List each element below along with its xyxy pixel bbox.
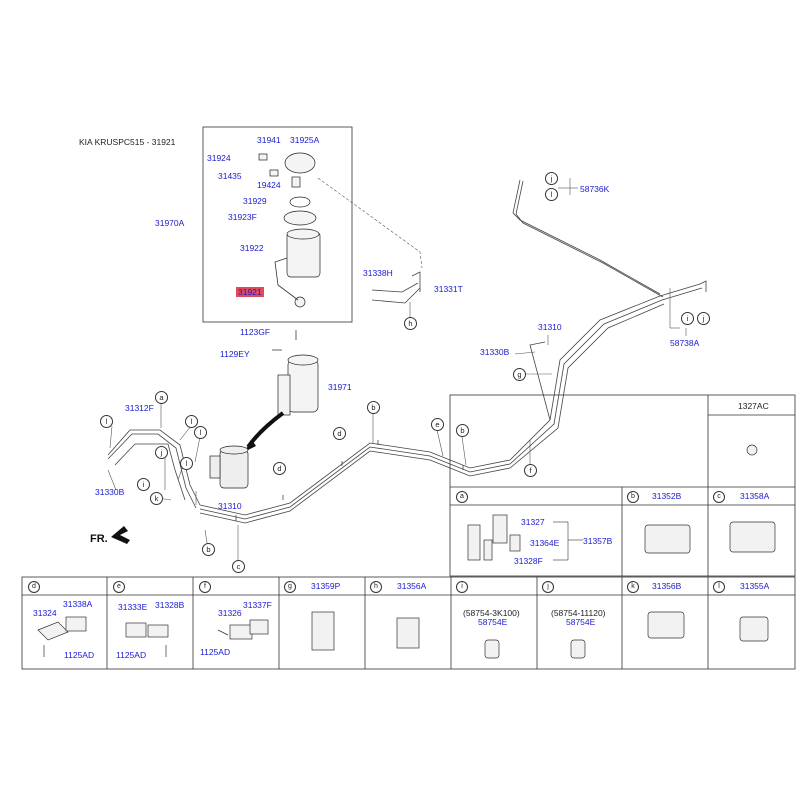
table-top	[449, 394, 796, 577]
cell-i-part-2[interactable]: 58754E	[478, 617, 508, 627]
cell-a-part-1[interactable]: 31327	[521, 517, 545, 527]
cell-k-part-1[interactable]: 31356B	[652, 581, 682, 591]
callout-l-4[interactable]: l	[180, 457, 193, 470]
cell-c-part[interactable]: 31358A	[740, 491, 770, 501]
callout-d-2[interactable]: d	[273, 462, 286, 475]
callout-l-1[interactable]: l	[100, 415, 113, 428]
callout-f[interactable]: f	[524, 464, 537, 477]
callout-l-top[interactable]: l	[545, 188, 558, 201]
cell-f-part-1[interactable]: 31337F	[243, 600, 272, 610]
filter-parts	[258, 152, 321, 308]
cell-a-part-4[interactable]: 31328F	[514, 556, 543, 566]
part-58738A[interactable]: 58738A	[670, 338, 700, 348]
part-58736K[interactable]: 58736K	[580, 184, 610, 194]
cell-letter-h: h	[370, 581, 382, 593]
cell-letter-b: b	[627, 491, 639, 503]
filter-31971	[272, 330, 319, 416]
cell-i-part-1: (58754-3K100)	[463, 608, 520, 618]
cell-d-part-3[interactable]: 1125AD	[64, 650, 95, 660]
cell-e-part-2[interactable]: 31328B	[155, 600, 185, 610]
cell-letter-j: j	[542, 581, 554, 593]
part-31971[interactable]: 31971	[328, 382, 352, 392]
part-1129EY[interactable]: 1129EY	[220, 349, 250, 359]
callout-j-left[interactable]: j	[155, 446, 168, 459]
cell-letter-d: d	[28, 581, 40, 593]
callout-l-2[interactable]: l	[185, 415, 198, 428]
callout-b-2[interactable]: b	[456, 424, 469, 437]
cell-letter-f: f	[199, 581, 211, 593]
callout-a[interactable]: a	[155, 391, 168, 404]
part-19424[interactable]: 19424	[257, 180, 281, 190]
callout-j-right[interactable]: j	[697, 312, 710, 325]
part-31923F[interactable]: 31923F	[228, 212, 257, 222]
cell-letter-k: k	[627, 581, 639, 593]
part-31925A[interactable]: 31925A	[290, 135, 320, 145]
callout-d-1[interactable]: d	[333, 427, 346, 440]
dashed-leader	[317, 177, 423, 269]
callout-i-left[interactable]: i	[137, 478, 150, 491]
part-31338H[interactable]: 31338H	[363, 268, 393, 278]
part-31331T[interactable]: 31331T	[434, 284, 463, 294]
cell-g-part-1[interactable]: 31359P	[311, 581, 341, 591]
cell-e-part-3[interactable]: 1125AD	[116, 650, 147, 660]
cell-l-part-1[interactable]: 31355A	[740, 581, 770, 591]
cell-d-part-2[interactable]: 31324	[33, 608, 57, 618]
cell-h-part-1[interactable]: 31356A	[397, 581, 427, 591]
part-31310-bottom[interactable]: 31310	[218, 501, 242, 511]
callout-h[interactable]: h	[404, 317, 417, 330]
part-31435[interactable]: 31435	[218, 171, 242, 181]
cell-d-part-1[interactable]: 31338A	[63, 599, 93, 609]
callout-g[interactable]: g	[513, 368, 526, 381]
table-bottom	[21, 576, 796, 670]
line-ticks	[235, 440, 464, 521]
cell-e-part-1[interactable]: 31333E	[118, 602, 148, 612]
leader-lines	[107, 178, 687, 565]
cell-j-part-1: (58754-11120)	[551, 608, 606, 618]
part-31312F[interactable]: 31312F	[125, 403, 154, 413]
callout-e[interactable]: e	[431, 418, 444, 431]
cell-letter-e: e	[113, 581, 125, 593]
part-31922[interactable]: 31922	[240, 243, 264, 253]
cell-letter-g: g	[284, 581, 296, 593]
callout-b-1[interactable]: b	[367, 401, 380, 414]
part-1123GF[interactable]: 1123GF	[240, 327, 271, 337]
cell-letter-c: c	[713, 491, 725, 503]
part-31330B-left[interactable]: 31330B	[95, 487, 125, 497]
cell-f-part-3[interactable]: 1125AD	[200, 647, 231, 657]
filter-assembly-frame	[202, 126, 353, 323]
cell-a-part-2[interactable]: 31364E	[530, 538, 560, 548]
cell-letter-l: l	[713, 581, 725, 593]
part-31970A[interactable]: 31970A	[155, 218, 185, 228]
callout-b-3[interactable]: b	[202, 543, 215, 556]
part-31929[interactable]: 31929	[243, 196, 267, 206]
part-31924[interactable]: 31924	[207, 153, 231, 163]
cell-j-part-2[interactable]: 58754E	[566, 617, 596, 627]
cell-letter-a: a	[456, 491, 468, 503]
callout-c[interactable]: c	[232, 560, 245, 573]
part-31310-top[interactable]: 31310	[538, 322, 562, 332]
cell-f-part-2[interactable]: 31326	[218, 608, 242, 618]
part-31941[interactable]: 31941	[257, 135, 281, 145]
front-arrow	[111, 526, 130, 544]
callout-j-top[interactable]: j	[545, 172, 558, 185]
cell-1327AC-label[interactable]: 1327AC	[738, 401, 769, 411]
diagram-title: KIA KRUSPC515 - 31921	[79, 137, 176, 147]
callout-i-right[interactable]: i	[681, 312, 694, 325]
cell-letter-i: i	[456, 581, 468, 593]
callout-k[interactable]: k	[150, 492, 163, 505]
cell-a-part-3[interactable]: 31357B	[583, 536, 613, 546]
part-31330B-top[interactable]: 31330B	[480, 347, 510, 357]
cell-b-part[interactable]: 31352B	[652, 491, 682, 501]
fuel-lines	[107, 179, 707, 524]
mounted-filter	[209, 445, 249, 489]
cell-parts	[37, 444, 776, 659]
part-31921-highlighted[interactable]: 31921	[236, 287, 264, 297]
front-label: FR.	[90, 533, 108, 545]
callout-l-3[interactable]: l	[194, 426, 207, 439]
